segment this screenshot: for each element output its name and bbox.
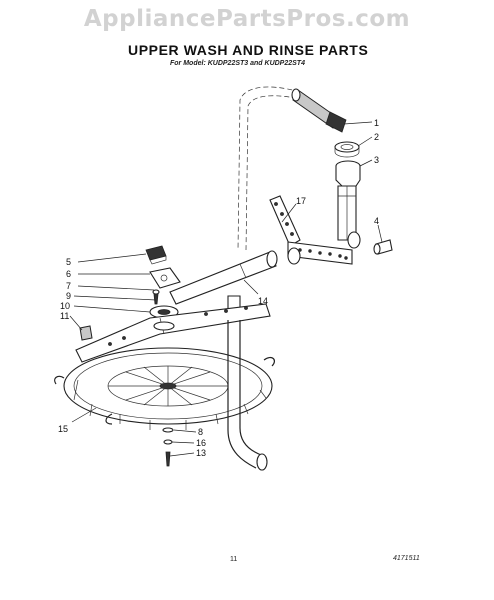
page-number: 11 — [230, 556, 238, 563]
part-3-manifold — [335, 160, 361, 187]
callout-14: 14 — [258, 296, 268, 306]
callout-4: 4 — [374, 216, 379, 226]
part-7-9-fasteners — [152, 289, 160, 305]
part-1-upper-tube — [291, 88, 347, 133]
part-6-hub — [149, 267, 181, 289]
callout-13: 13 — [196, 448, 206, 458]
connector-strip — [287, 231, 361, 265]
callout-3: 3 — [374, 155, 379, 165]
callout-2: 2 — [374, 132, 379, 142]
callout-7: 7 — [66, 281, 71, 291]
part-17-bracket — [269, 195, 301, 247]
part-2-seal — [334, 141, 360, 158]
diagram-title: UPPER WASH AND RINSE PARTS — [128, 42, 369, 58]
feed-tube — [237, 86, 306, 251]
watermark: AppliancePartsPros.com — [83, 6, 411, 32]
callout-5: 5 — [66, 257, 71, 267]
callout-6: 6 — [66, 269, 71, 279]
callout-10: 10 — [60, 301, 70, 311]
lower-supply-tube — [227, 320, 268, 471]
part-14-arm-tube — [169, 250, 278, 305]
callout-9: 9 — [66, 291, 71, 301]
callout-17: 17 — [296, 196, 306, 206]
lower-spray-arm — [75, 303, 271, 363]
model-subtitle: For Model: KUDP22ST3 and KUDP22ST4 — [170, 60, 305, 67]
leader-lines — [69, 121, 383, 457]
part-15-rack-wheel — [54, 347, 276, 430]
part-5-knob — [145, 245, 167, 265]
part-11-fitting — [79, 325, 93, 341]
callout-8: 8 — [198, 427, 203, 437]
callout-15: 15 — [58, 424, 68, 434]
callout-11: 11 — [60, 311, 69, 321]
callout-16: 16 — [196, 438, 206, 448]
document-number: 4171511 — [393, 555, 420, 562]
part-4-cap — [373, 239, 393, 255]
manifold-pipe — [337, 185, 357, 241]
part-8-16-13-hardware — [162, 427, 174, 467]
callout-labels: 1 2 3 4 5 6 7 9 10 11 17 14 15 8 16 13 — [58, 118, 379, 458]
callout-1: 1 — [374, 118, 379, 128]
